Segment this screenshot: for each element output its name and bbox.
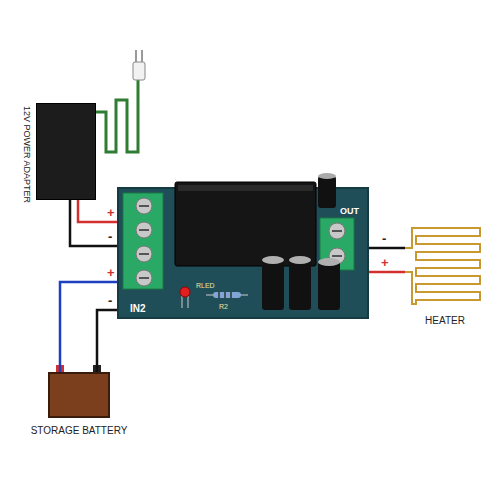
- wire: [97, 310, 118, 372]
- node-label: HEATER: [425, 316, 465, 326]
- polarity-sign: +: [380, 257, 390, 269]
- resistor-band: [219, 292, 231, 298]
- capacitor-top: [318, 258, 340, 266]
- plug-prong: [135, 50, 137, 62]
- wire: [368, 247, 405, 250]
- polarity-sign: +: [106, 207, 116, 219]
- screw-slot: [139, 206, 149, 278]
- power-adapter: 12V POWER ADAPTER: [36, 103, 96, 200]
- resistor-symbol: [213, 292, 241, 298]
- polarity-sign: -: [107, 231, 113, 243]
- capacitor-top: [318, 173, 336, 179]
- wall-plug: [133, 62, 145, 80]
- wire: [78, 200, 118, 222]
- node-label: IN2: [130, 304, 146, 314]
- capacitor-top: [262, 256, 284, 264]
- wire: [368, 271, 405, 274]
- node-label: OUT: [340, 207, 359, 216]
- plug-prong: [141, 50, 143, 62]
- wire: [60, 282, 118, 372]
- capacitor: [289, 260, 311, 310]
- led-leg: [182, 296, 183, 308]
- power-cord: [96, 80, 138, 152]
- relay-board: OUT RLED IN2 R2: [118, 188, 368, 318]
- polarity-sign: -: [107, 295, 113, 307]
- node-label: RLED: [196, 282, 215, 289]
- node-label: R2: [219, 303, 228, 310]
- capacitor: [318, 262, 340, 310]
- pcb-illustration: [118, 188, 368, 318]
- screw-slot: [332, 231, 342, 256]
- capacitor-top: [289, 256, 311, 264]
- terminal-block: [123, 193, 163, 289]
- capacitor: [262, 260, 284, 310]
- storage-battery: STORAGE BATTERY: [48, 372, 110, 418]
- relay-edge: [178, 185, 313, 191]
- heater-element: [405, 228, 480, 304]
- heater: HEATER: [405, 222, 485, 332]
- polarity-sign: -: [381, 233, 387, 245]
- node-label: 12V POWER ADAPTER: [22, 106, 31, 203]
- node-label: STORAGE BATTERY: [31, 426, 128, 436]
- wire: [70, 200, 118, 246]
- polarity-sign: +: [106, 267, 116, 279]
- capacitor: [318, 176, 336, 208]
- relay: [175, 182, 316, 266]
- led-leg: [188, 296, 189, 308]
- red-led: [180, 287, 190, 297]
